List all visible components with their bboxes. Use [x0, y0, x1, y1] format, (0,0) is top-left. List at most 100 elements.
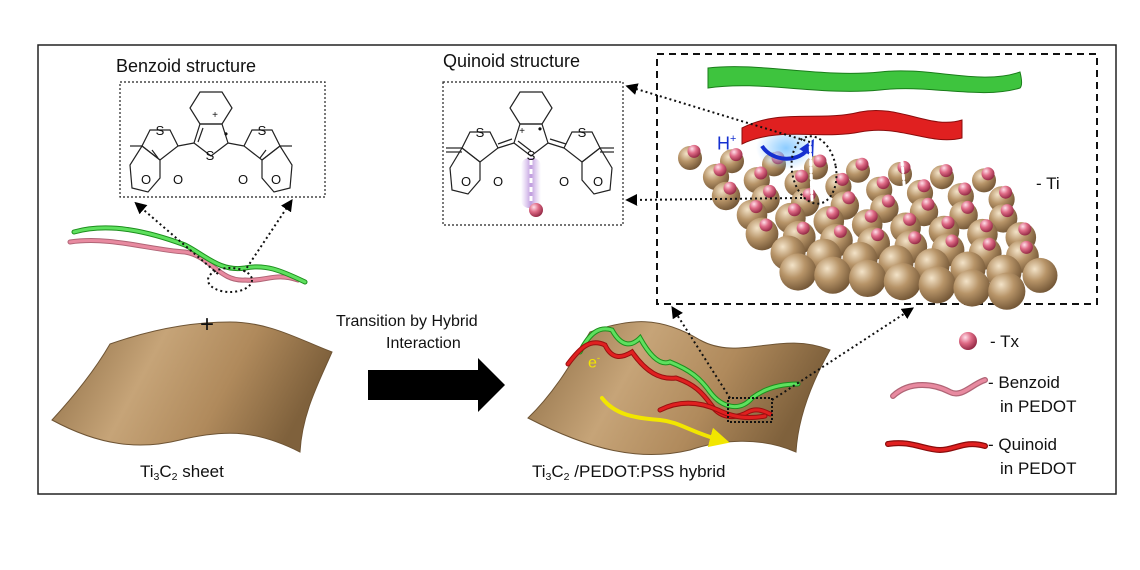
- legend-benzoid-label-2: in PEDOT: [1000, 397, 1077, 416]
- zoom-s-tx-bonds: [808, 138, 908, 207]
- quinoid-molecule: [446, 91, 614, 195]
- ti-atom: [849, 259, 887, 297]
- zoom-quinoid-chain: [741, 110, 963, 145]
- zoom-interaction-highlight: [790, 135, 838, 205]
- hybrid-label: Ti3C2 /PEDOT:PSS hybrid: [532, 463, 725, 482]
- hybrid-highlight-box: [727, 397, 773, 423]
- arrow-left-to-benzoid-2: [243, 199, 293, 273]
- tx-atom: [903, 212, 917, 226]
- tx-atom: [1000, 204, 1014, 218]
- electron-transport-path: [600, 396, 730, 448]
- tx-atom: [982, 237, 996, 251]
- arrow-left-to-benzoid-1: [134, 201, 219, 275]
- tx-atom: [958, 182, 972, 196]
- legend-benzoid-chain: [890, 377, 988, 399]
- hybrid-label-sub2: 2: [563, 470, 570, 483]
- tx-atom: [729, 148, 743, 162]
- electron-label: e-: [588, 354, 600, 372]
- benzoid-radical: •: [224, 127, 228, 141]
- ti-atom: [988, 272, 1026, 310]
- quinoid-atom-labels: S S S O O O O + •: [461, 122, 603, 189]
- tx-atom: [999, 185, 1013, 199]
- quinoid-plus-charge: +: [519, 126, 525, 137]
- quinoid-o-1: O: [461, 174, 471, 189]
- quinoid-radical: •: [538, 122, 542, 136]
- benzoid-s-center: S: [206, 148, 215, 163]
- tx-atom: [787, 203, 801, 217]
- proton-label-sup: +: [730, 133, 737, 145]
- ti-atom: [814, 256, 852, 294]
- ti-atom: [779, 253, 817, 291]
- tx-atom: [754, 166, 768, 180]
- hybrid-label-ti: Ti: [532, 462, 546, 481]
- quinoid-tx-atom: [529, 203, 543, 217]
- legend-tx-label: - Tx: [990, 332, 1019, 351]
- transition-label-line1: Transition by Hybrid: [336, 313, 478, 330]
- benzoid-o-2: O: [173, 172, 183, 187]
- quinoid-structure-title: Quinoid structure: [443, 51, 581, 71]
- tx-atom: [713, 163, 727, 177]
- left-polymer-chains: [67, 225, 308, 285]
- tx-atom: [939, 164, 953, 178]
- hybrid-label-c: C: [551, 462, 564, 481]
- zoom-pss-chain: [707, 66, 1022, 94]
- hybrid-sheet: [527, 321, 831, 456]
- tx-atom: [921, 197, 935, 211]
- proton-glow: [756, 126, 816, 170]
- tx-atom: [945, 234, 959, 248]
- benzoid-s-left: S: [156, 123, 165, 138]
- tx-atom: [881, 194, 895, 208]
- tx-atom: [876, 176, 890, 190]
- arrow-zoom-to-quinoid: [625, 83, 811, 143]
- benzoid-atom-labels: S S S O O O O + •: [141, 110, 281, 187]
- atom-lattice: [678, 144, 1058, 310]
- benzoid-s-right: S: [258, 123, 267, 138]
- tx-atom: [749, 200, 763, 214]
- plus-sign: +: [200, 311, 215, 338]
- tx-atom: [871, 228, 885, 242]
- quinoid-o-4: O: [593, 174, 603, 189]
- tx-atom: [687, 144, 701, 158]
- quinoid-o-3: O: [559, 174, 569, 189]
- hybrid-label-suffix: /PEDOT:PSS hybrid: [569, 462, 726, 481]
- tx-atom: [855, 157, 869, 171]
- tx-atom: [1018, 222, 1032, 236]
- benzoid-o-1: O: [141, 172, 151, 187]
- hybrid-label-sub1: 3: [545, 470, 552, 483]
- quinoid-s-center: S: [527, 148, 536, 163]
- tx-atom: [795, 169, 809, 183]
- proton-transfer-arrow: [760, 139, 814, 161]
- tx-atom: [813, 154, 827, 168]
- sheet-label-sub1: 3: [153, 470, 160, 483]
- legend-quinoid-label-1: - Quinoid: [988, 435, 1057, 454]
- quinoid-s-right: S: [578, 125, 587, 140]
- tx-atom: [842, 191, 856, 205]
- legend-tx-atom: [959, 332, 977, 350]
- ti3c2-sheet: [51, 321, 333, 453]
- tx-atom: [961, 200, 975, 214]
- left-chain-highlight: [207, 267, 253, 293]
- sheet-label-sub2: 2: [171, 470, 178, 483]
- tx-atom: [1019, 240, 1033, 254]
- proton-label: H+: [717, 134, 736, 153]
- legend-ti-label: - Ti: [1036, 174, 1060, 193]
- tx-atom: [941, 216, 955, 230]
- benzoid-o-4: O: [271, 172, 281, 187]
- ti3c2-sheet-label: Ti3C2 sheet: [140, 463, 224, 482]
- benzoid-molecule: [129, 91, 293, 193]
- tx-atom: [835, 172, 849, 186]
- arrow-hybrid-to-zoom-1: [671, 305, 731, 399]
- tx-atom: [723, 181, 737, 195]
- tx-atom: [917, 179, 931, 193]
- benzoid-structure-title: Benzoid structure: [116, 56, 257, 76]
- tx-atom: [796, 221, 810, 235]
- electron-label-sup: -: [596, 353, 601, 364]
- tx-atom: [864, 209, 878, 223]
- tx-atom: [833, 224, 847, 238]
- quinoid-structure-box: [442, 81, 624, 226]
- figure-frame: [37, 44, 1117, 495]
- transition-arrow: [368, 358, 505, 412]
- tx-atom: [763, 184, 777, 198]
